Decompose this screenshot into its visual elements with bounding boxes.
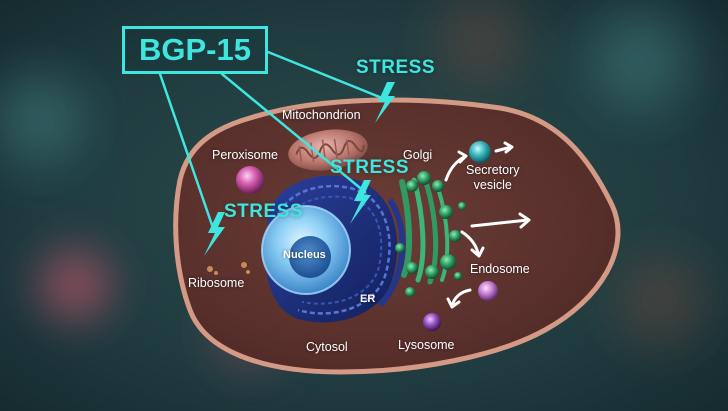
golgi-shape (395, 171, 466, 297)
bgp15-label: BGP-15 (139, 32, 251, 67)
lightning-bolt-icon (204, 212, 225, 256)
stress-label-middle: STRESS (330, 157, 410, 178)
bgp15-label-box: BGP-15 (122, 26, 268, 74)
lysosome-label: Lysosome (398, 338, 455, 352)
ribosome-dots (207, 262, 250, 275)
transport-arrows (444, 141, 531, 309)
nucleus-shape (261, 205, 351, 295)
white-arrow-icon (457, 150, 468, 164)
golgi-label: Golgi (403, 148, 433, 162)
lightning-bolt-icon (375, 82, 395, 123)
secretory-vesicle-label: Secretory vesicle (466, 163, 520, 192)
peroxisome-label: Peroxisome (212, 148, 278, 162)
white-arrow-icon (518, 212, 531, 229)
white-arrow-icon (460, 230, 480, 255)
secretory-vesicle-shape (469, 141, 491, 163)
lysosome-shape (423, 313, 441, 331)
connector-lines (158, 50, 384, 227)
mitochondrion-label: Mitochondrion (282, 108, 361, 122)
cytosol-label: Cytosol (306, 340, 348, 354)
er-label: ER (360, 293, 376, 305)
lightning-bolt-icon (350, 180, 371, 224)
endosome-label: Endosome (470, 262, 530, 276)
white-arrow-icon (470, 246, 485, 258)
endosome-shape (478, 281, 498, 301)
mitochondrion-shape (288, 129, 368, 171)
white-arrow-icon (503, 141, 514, 154)
white-arrow-icon (446, 297, 461, 309)
white-arrow-icon (450, 288, 472, 308)
white-arrow-icon (494, 145, 513, 153)
stress-label-left: STRESS (224, 201, 304, 222)
ribosome-label: Ribosome (188, 276, 245, 290)
stress-label-top: STRESS (356, 57, 436, 78)
white-arrow-icon (470, 218, 530, 228)
nucleus-label: Nucleus (283, 249, 326, 261)
peroxisome-shape (236, 166, 264, 194)
